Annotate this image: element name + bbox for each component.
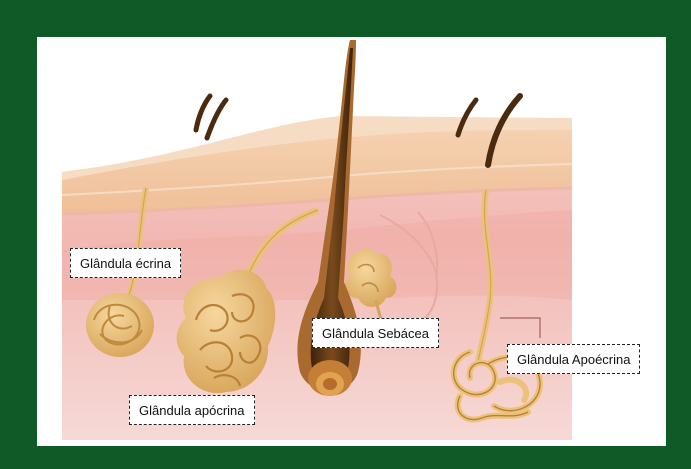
label-apoeccrine-gland: Glândula Apoécrina <box>507 344 640 374</box>
label-sebaceous-gland: Glândula Sebácea <box>312 318 439 348</box>
diagram-panel: Glândula écrina Glândula Sebácea Glândul… <box>37 37 666 446</box>
label-apocrine-gland: Glândula apócrina <box>129 395 255 425</box>
skin-cross-section-illustration <box>37 37 666 446</box>
label-eccrine-gland: Glândula écrina <box>70 248 181 278</box>
